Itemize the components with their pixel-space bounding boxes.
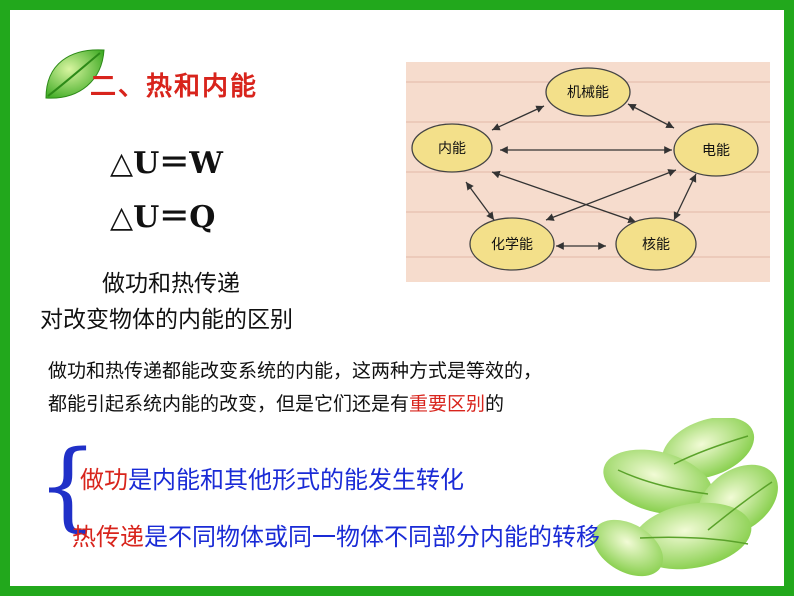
bullet-work-term: 做功 — [80, 466, 128, 494]
caption-line-1: 做功和热传递 — [102, 271, 240, 297]
explanation-paragraph: 做功和热传递都能改变系统的内能，这两种方式是等效的， 都能引起系统内能的改变，但… — [48, 355, 778, 421]
node-label: 核能 — [642, 237, 670, 253]
formula-work: △U＝W — [110, 146, 223, 181]
formula-heat: △U＝Q — [110, 200, 216, 235]
energy-conversion-diagram: 机械能 内能 电能 化学能 核能 — [406, 62, 770, 282]
slide-title: 二、热和内能 — [90, 72, 259, 102]
bullet-heat-transfer-text: 是不同物体或同一物体不同部分内能的转移 — [144, 523, 600, 551]
paragraph-line-2-prefix: 都能引起系统内能的改变，但是它们还是有 — [48, 393, 410, 415]
curly-brace: { — [37, 430, 99, 542]
paragraph-line-2: 都能引起系统内能的改变，但是它们还是有重要区别的 — [48, 388, 778, 421]
node-chemical-energy — [469, 217, 555, 271]
node-mechanical-energy — [545, 67, 631, 117]
leaf-icon — [45, 49, 105, 99]
paragraph-line-2-suffix: 的 — [485, 393, 505, 415]
diagram-nodes — [411, 67, 759, 271]
node-internal-energy — [411, 123, 493, 173]
node-label: 化学能 — [491, 237, 533, 253]
node-nuclear-energy — [615, 217, 697, 271]
bullet-heat-transfer: 热传递是不同物体或同一物体不同部分内能的转移 — [72, 517, 600, 552]
conversion-arrows — [465, 103, 697, 250]
node-electric-energy — [673, 123, 759, 177]
caption-line-2: 对改变物体的内能的区别 — [40, 307, 293, 333]
bullet-work-text: 是内能和其他形式的能发生转化 — [128, 466, 464, 494]
paragraph-line-1: 做功和热传递都能改变系统的内能，这两种方式是等效的， — [48, 360, 543, 382]
leaf-cluster-icon — [592, 418, 778, 577]
bullet-work: 做功是内能和其他形式的能发生转化 — [80, 460, 464, 495]
bullet-heat-transfer-term: 热传递 — [72, 523, 144, 551]
node-label: 机械能 — [567, 85, 609, 101]
important-difference-highlight: 重要区别 — [409, 393, 486, 415]
node-label: 电能 — [702, 143, 730, 159]
node-label: 内能 — [438, 141, 466, 157]
